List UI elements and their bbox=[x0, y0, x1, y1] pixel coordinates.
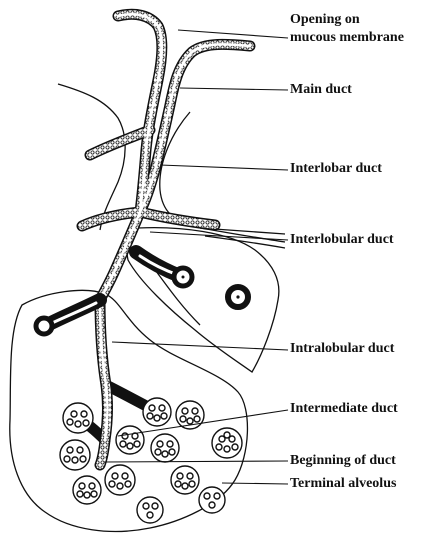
label-interlobar-duct: Interlobar duct bbox=[290, 161, 382, 177]
terminal-alveoli bbox=[60, 398, 242, 523]
alveolus bbox=[105, 465, 135, 495]
alveolus bbox=[171, 466, 199, 494]
leader-opening bbox=[178, 30, 288, 38]
alveolus bbox=[63, 403, 93, 433]
label-intermediate-duct: Intermediate duct bbox=[290, 401, 398, 417]
leader-interlobar-duct bbox=[160, 165, 288, 170]
inner-lobule-outline bbox=[127, 228, 279, 372]
alveolus bbox=[151, 434, 179, 462]
alveolus bbox=[143, 398, 171, 426]
label-main-duct: Main duct bbox=[290, 82, 352, 98]
leader-intralobular-duct bbox=[112, 342, 288, 350]
duct-cross-sections bbox=[36, 268, 248, 334]
label-opening-line1: Opening on bbox=[290, 12, 360, 28]
label-terminal-alveolus: Terminal alveolus bbox=[290, 476, 396, 492]
label-beginning-of-duct: Beginning of duct bbox=[290, 453, 396, 469]
leader-main-duct bbox=[180, 88, 288, 90]
alveolus bbox=[212, 428, 242, 458]
alveolus bbox=[116, 426, 144, 454]
alveolus bbox=[137, 497, 163, 523]
alveolus bbox=[199, 487, 225, 513]
alveolus bbox=[73, 476, 101, 504]
label-interlobular-duct: Interlobular duct bbox=[290, 232, 394, 248]
alveolus bbox=[60, 440, 90, 470]
leader-beginning-duct bbox=[104, 461, 288, 462]
label-opening-line2: mucous membrane bbox=[290, 30, 404, 46]
label-intralobular-duct: Intralobular duct bbox=[290, 341, 394, 357]
duct-tree bbox=[45, 14, 250, 465]
